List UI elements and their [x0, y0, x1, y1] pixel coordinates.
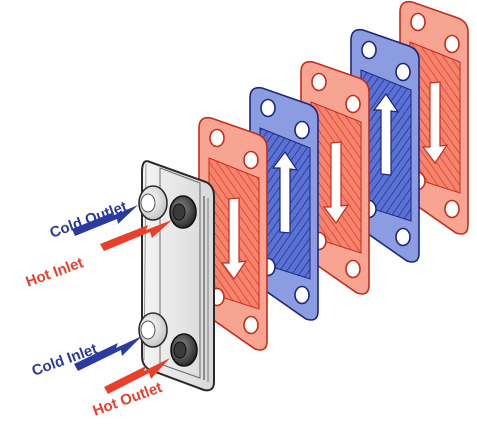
plates-stack [198, 0, 469, 351]
cold-outlet-label: Cold Outlet [48, 198, 130, 242]
cold-inlet-arrow [74, 336, 142, 371]
flow-arrow-down-icon [220, 197, 248, 281]
flow-arrow-down-icon [322, 141, 350, 225]
hot-inlet-arrow [100, 220, 172, 251]
cold-outlet-arrow [72, 205, 138, 236]
hot-outlet-arrow [104, 358, 170, 394]
cold-outlet-nozzle [138, 185, 168, 221]
hot-outlet-label: Hot Outlet [91, 379, 165, 420]
hot-outlet-nozzle [170, 333, 198, 367]
flow-arrow-up-icon [372, 92, 400, 176]
cold-inlet-label: Cold Inlet [30, 340, 100, 379]
hot-inlet-nozzle [169, 195, 197, 229]
flow-arrow-down-icon [421, 81, 449, 165]
hot-inlet-label: Hot Inlet [24, 254, 86, 290]
plate-hot-1 [198, 116, 268, 351]
cold-inlet-nozzle [138, 312, 168, 348]
flow-arrow-up-icon [271, 150, 299, 234]
